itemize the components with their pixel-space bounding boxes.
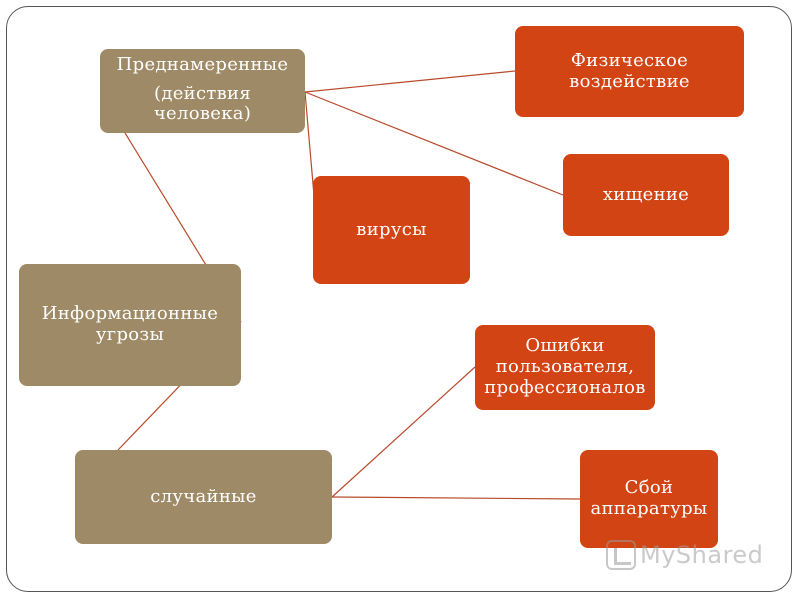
node-viruses-label: вирусы [356, 218, 427, 240]
node-accidental-label: случайные [150, 485, 257, 507]
node-information-threats-label: Информационные угрозы [41, 303, 219, 345]
node-accidental: случайные [75, 450, 332, 544]
watermark: MyShared [606, 538, 763, 572]
node-viruses: вирусы [313, 176, 470, 284]
node-hardware-failure-label: Сбой аппаратуры [590, 477, 708, 519]
node-physical-impact: Физическое воздействие [515, 26, 744, 117]
node-theft-label: хищение [602, 183, 690, 205]
node-user-errors: Ошибки пользователя, профессионалов [475, 325, 655, 410]
watermark-text: MyShared [640, 541, 764, 569]
node-theft: хищение [563, 154, 729, 236]
myshared-logo-icon [606, 540, 636, 570]
connector-intentional-physical [304, 70, 516, 93]
node-intentional: Преднамеренные (действия человека) [100, 49, 305, 133]
node-intentional-title: Преднамеренные [116, 54, 289, 75]
node-physical-impact-label: Физическое воздействие [569, 49, 690, 92]
connector-accidental-errors [331, 366, 476, 498]
node-user-errors-label: Ошибки пользователя, профессионалов [484, 335, 646, 398]
connector-intentional-theft [304, 91, 564, 196]
node-hardware-failure: Сбой аппаратуры [580, 450, 718, 548]
node-intentional-subtitle: (действия человека) [153, 82, 252, 125]
connector-accidental-hardware [331, 496, 581, 500]
node-information-threats: Информационные угрозы [19, 264, 241, 386]
